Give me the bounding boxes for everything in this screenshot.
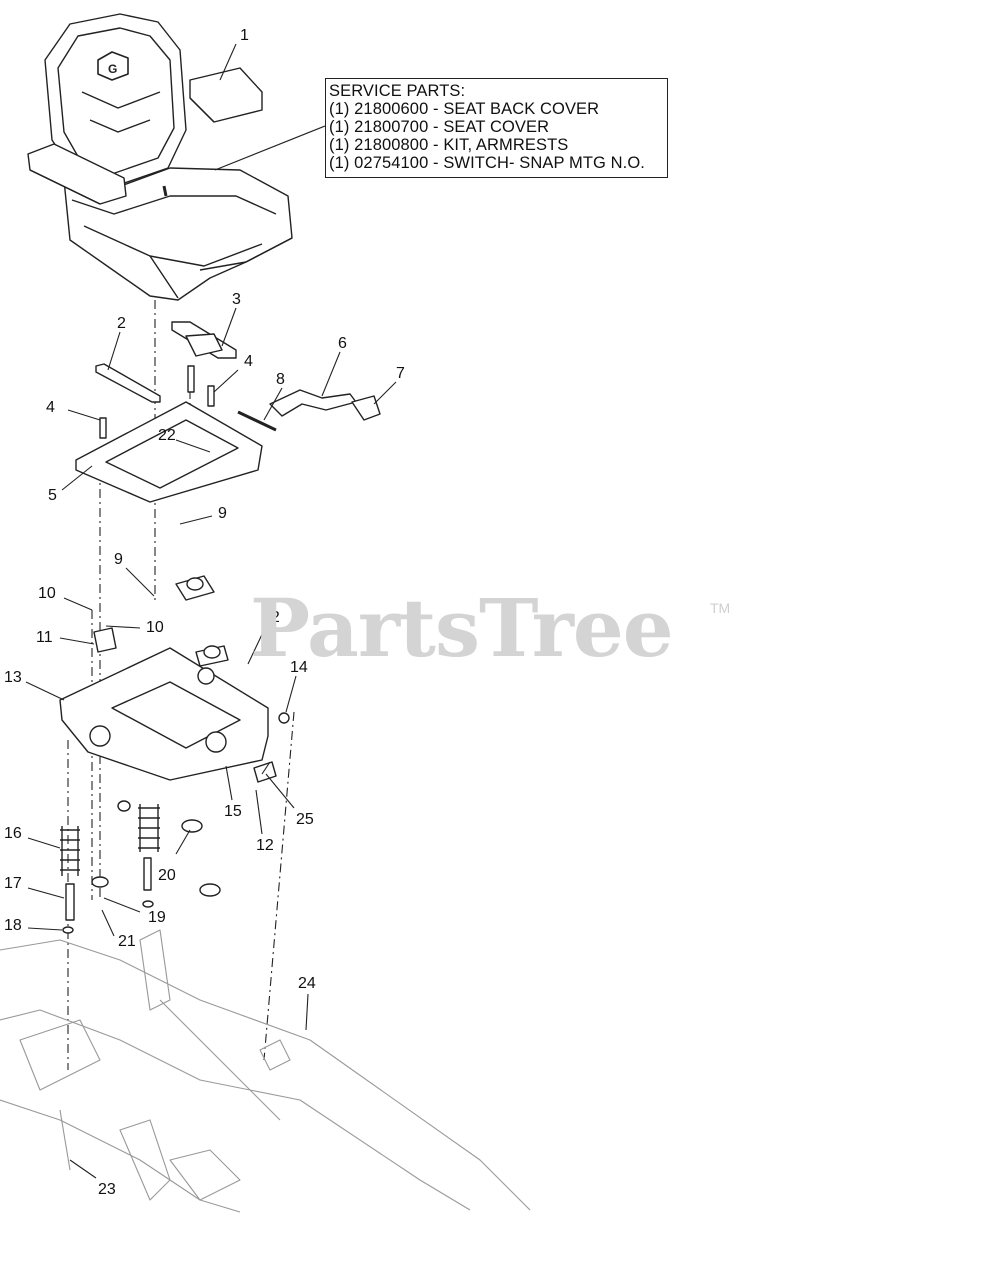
callout-11: 11 [36,629,53,646]
callout-4b: 4 [46,399,55,416]
callout-7: 7 [396,365,405,382]
callout-17: 17 [4,875,22,892]
service-part-line: (1) 02754100 - SWITCH- SNAP MTG N.O. [329,154,645,172]
seat-assembly: G [27,13,293,301]
callout-2: 2 [117,315,126,332]
callout-10b: 10 [146,619,164,636]
mower-chassis [0,929,531,1213]
service-part-line: (1) 21800800 - KIT, ARMRESTS [329,136,569,154]
callout-6: 6 [338,335,347,352]
partstree-watermark: PartsTree [250,581,674,675]
callout-23: 23 [98,1181,116,1198]
callout-9a: 9 [218,505,227,522]
callout-16: 16 [4,825,22,842]
callout-9b: 9 [114,551,123,568]
callout-21: 21 [118,933,136,950]
svg-text:G: G [108,62,117,76]
callout-25: 25 [296,811,314,828]
callout-12a: 12 [262,609,280,626]
callout-5: 5 [48,487,57,504]
callout-22: 22 [158,427,176,444]
service-parts-heading: SERVICE PARTS: [329,82,466,100]
service-part-line: (1) 21800600 - SEAT BACK COVER [329,100,600,118]
callout-24: 24 [298,975,316,992]
callout-8: 8 [276,371,285,388]
callout-10a: 10 [38,585,56,602]
callout-13: 13 [4,669,22,686]
callout-19: 19 [148,909,166,926]
callout-4a: 4 [244,353,253,370]
callout-3: 3 [232,291,241,308]
spring-16 [60,826,80,876]
callout-18: 18 [4,917,22,934]
callout-15: 15 [224,803,242,820]
callout-12b: 12 [256,837,274,854]
service-part-line: (1) 21800700 - SEAT COVER [329,118,550,136]
callout-1: 1 [240,27,249,44]
trademark-mark: TM [710,600,731,616]
service-parts-box: SERVICE PARTS: (1) 21800600 - SEAT BACK … [325,78,668,178]
callout-20: 20 [158,867,176,884]
callout-14: 14 [290,659,308,676]
